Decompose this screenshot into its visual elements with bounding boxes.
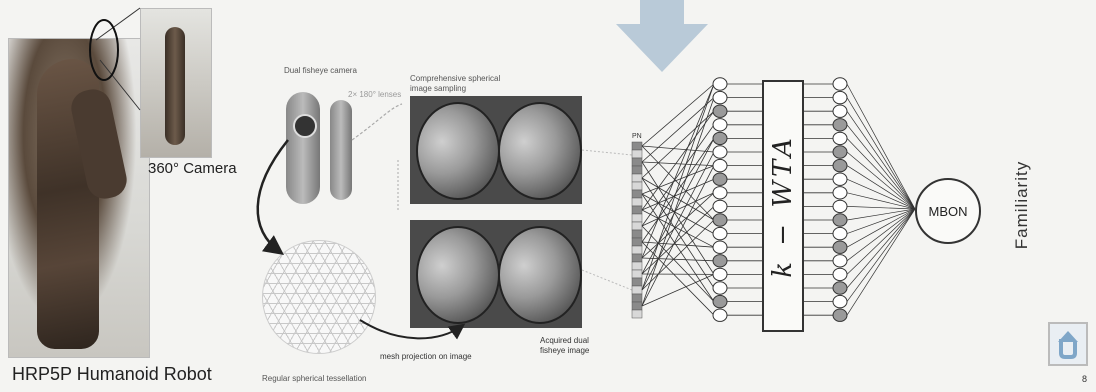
familiarity-label-wrapper: Familiarity [1010,130,1034,280]
pn-cell [632,310,642,318]
kc-node [713,214,727,226]
kc-output-node [833,255,847,267]
kc-mbon-connection [847,209,915,315]
pn-cell [632,262,642,270]
kc-output-node [833,132,847,144]
kc-node [713,173,727,185]
pn-cell [632,142,642,150]
pn-kc-connection [642,125,714,226]
return-arrow-icon [1056,329,1080,359]
pn-kc-connection [642,210,714,247]
kc-node [713,132,727,144]
pn-cell [632,254,642,262]
pn-cell [632,190,642,198]
kc-output-node [833,227,847,239]
kc-node [713,282,727,294]
kc-node [713,268,727,280]
pn-kc-connection [642,138,714,274]
pn-kc-connection [642,242,714,247]
kc-output-node [833,309,847,321]
pn-cell [632,206,642,214]
kc-output-node [833,214,847,226]
pn-cell [632,230,642,238]
kc-output-node [833,159,847,171]
pn-kc-connection [642,162,714,274]
kc-node [713,309,727,321]
pn-kc-connection [642,111,714,210]
pn-cell [632,214,642,222]
pn-cell [632,302,642,310]
pn-cell [632,182,642,190]
familiarity-label: Familiarity [1012,161,1032,249]
kc-mbon-connection [847,209,915,261]
kc-mbon-connection [847,98,915,209]
pn-kc-connection [642,111,714,178]
kc-output-node [833,187,847,199]
kc-output-node [833,295,847,307]
kc-mbon-connection [847,209,915,288]
kc-node [713,187,727,199]
kc-node [713,227,727,239]
mbon-node: MBON [915,178,981,244]
kwta-block: k − WTA [762,80,804,332]
kc-output-node [833,268,847,280]
kc-output-node [833,105,847,117]
pn-kc-connection [642,138,714,242]
kc-node [713,119,727,131]
pn-cell [632,246,642,254]
pn-kc-connection [642,162,714,166]
pn-kc-connection [642,146,714,152]
pn-kc-connection [642,146,714,220]
pn-kc-connection [642,84,714,258]
kc-node [713,105,727,117]
kc-node [713,255,727,267]
pn-cell [632,222,642,230]
kc-output-node [833,146,847,158]
kc-output-node [833,200,847,212]
kc-node [713,78,727,90]
mbon-label: MBON [929,204,968,219]
down-arrow-icon [616,0,708,76]
kc-node [713,146,727,158]
kc-mbon-connection [847,166,915,209]
kwta-label: k − WTA [768,134,798,278]
kc-mbon-connection [847,84,915,209]
kc-output-node [833,173,847,185]
pn-cell [632,198,642,206]
kc-node [713,241,727,253]
pn-cell [632,278,642,286]
kc-mbon-connection [847,209,915,302]
pn-cell [632,150,642,158]
kc-node [713,91,727,103]
pn-cell [632,174,642,182]
kc-output-node [833,241,847,253]
kc-output-node [833,119,847,131]
pn-cell [632,166,642,174]
kc-node [713,159,727,171]
pn-cell [632,270,642,278]
kc-mbon-connection [847,138,915,209]
return-button[interactable] [1048,322,1088,366]
kc-node [713,295,727,307]
kc-output-node [833,91,847,103]
kc-output-node [833,282,847,294]
pn-cell [632,286,642,294]
kc-mbon-connection [847,125,915,209]
page-number: 8 [1082,374,1087,384]
kc-node [713,200,727,212]
pn-cell [632,158,642,166]
pn-cell [632,294,642,302]
kc-output-node [833,78,847,90]
pn-cell [632,238,642,246]
